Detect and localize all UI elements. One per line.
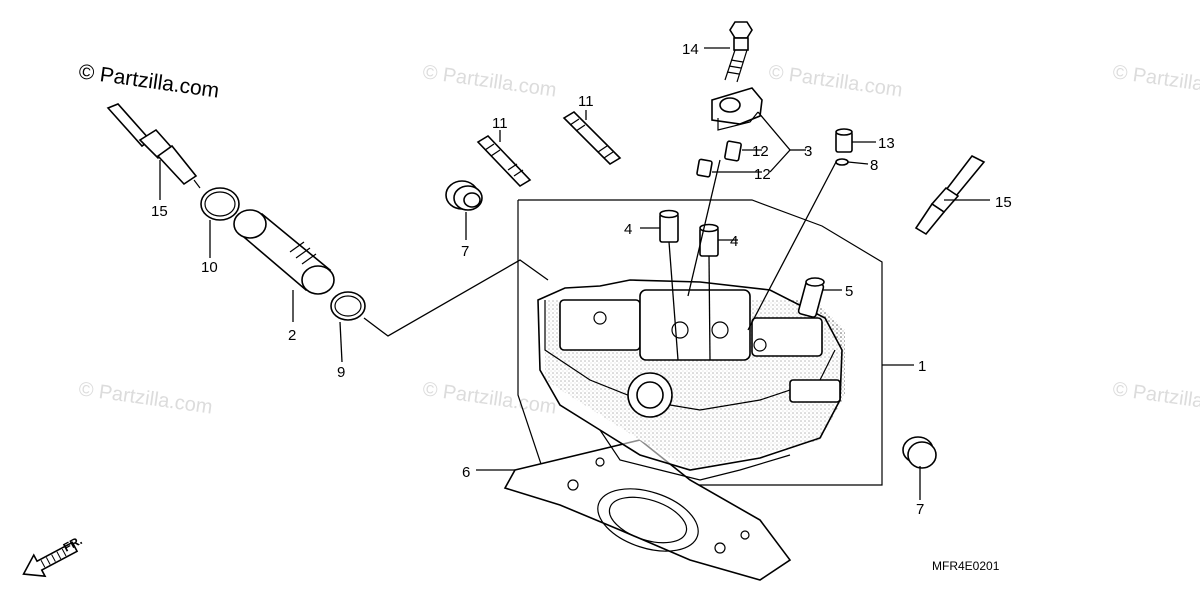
oil-jet-drawing — [797, 277, 825, 318]
watermark-text: © Partzilla.com — [1111, 378, 1200, 419]
callout-3: 3 — [804, 143, 812, 160]
watermark-text: © Partzilla.com — [421, 61, 558, 102]
callout-4: 4 — [730, 233, 738, 250]
tube-drawing — [200, 187, 366, 321]
callout-4: 4 — [624, 221, 632, 238]
callout-11: 11 — [578, 93, 594, 110]
callout-layer: 14 11 11 12 12 3 13 8 4 4 5 1 6 7 7 9 2 … — [151, 41, 1012, 518]
callout-2: 2 — [288, 327, 296, 344]
head-gasket-drawing — [503, 439, 792, 581]
callout-15: 15 — [995, 194, 1012, 211]
cylinder-head-drawing — [537, 279, 845, 481]
callout-8: 8 — [870, 157, 878, 174]
diagram-code: MFR4E0201 — [932, 559, 1000, 573]
callout-10: 10 — [201, 259, 218, 276]
callout-12: 12 — [754, 166, 771, 183]
watermark-text: © Partzilla.com — [1111, 61, 1200, 102]
callout-7: 7 — [461, 243, 469, 260]
o-ring-10 — [200, 187, 240, 221]
dowel-pin-drawing — [659, 209, 719, 257]
assembly-frame — [517, 199, 883, 486]
callout-15: 15 — [151, 203, 168, 220]
callout-6: 6 — [462, 464, 470, 481]
watermark-text: © Partzilla.com — [421, 378, 558, 419]
watermark-text: © Partzilla.com — [77, 378, 214, 419]
tensioner-holder-drawing — [711, 87, 763, 131]
collar-drawing — [835, 128, 853, 166]
small-pin-drawing — [696, 140, 742, 178]
sealing-cap-drawing — [445, 180, 937, 469]
callout-5: 5 — [845, 283, 853, 300]
bolt-drawing — [724, 21, 753, 83]
callout-11: 11 — [492, 115, 508, 132]
callout-1: 1 — [918, 358, 926, 375]
stud-bolt-drawing — [476, 110, 622, 188]
leader-lines — [159, 47, 990, 500]
brand-watermark: © Partzilla.com — [77, 60, 220, 102]
callout-7: 7 — [916, 501, 924, 518]
callout-14: 14 — [682, 41, 699, 58]
watermark-text: © Partzilla.com — [767, 61, 904, 102]
callout-12: 12 — [752, 143, 769, 160]
front-direction-arrow-icon — [22, 541, 79, 578]
spark-plug-drawing — [106, 103, 986, 236]
callout-13: 13 — [878, 135, 895, 152]
callout-9: 9 — [337, 364, 345, 381]
